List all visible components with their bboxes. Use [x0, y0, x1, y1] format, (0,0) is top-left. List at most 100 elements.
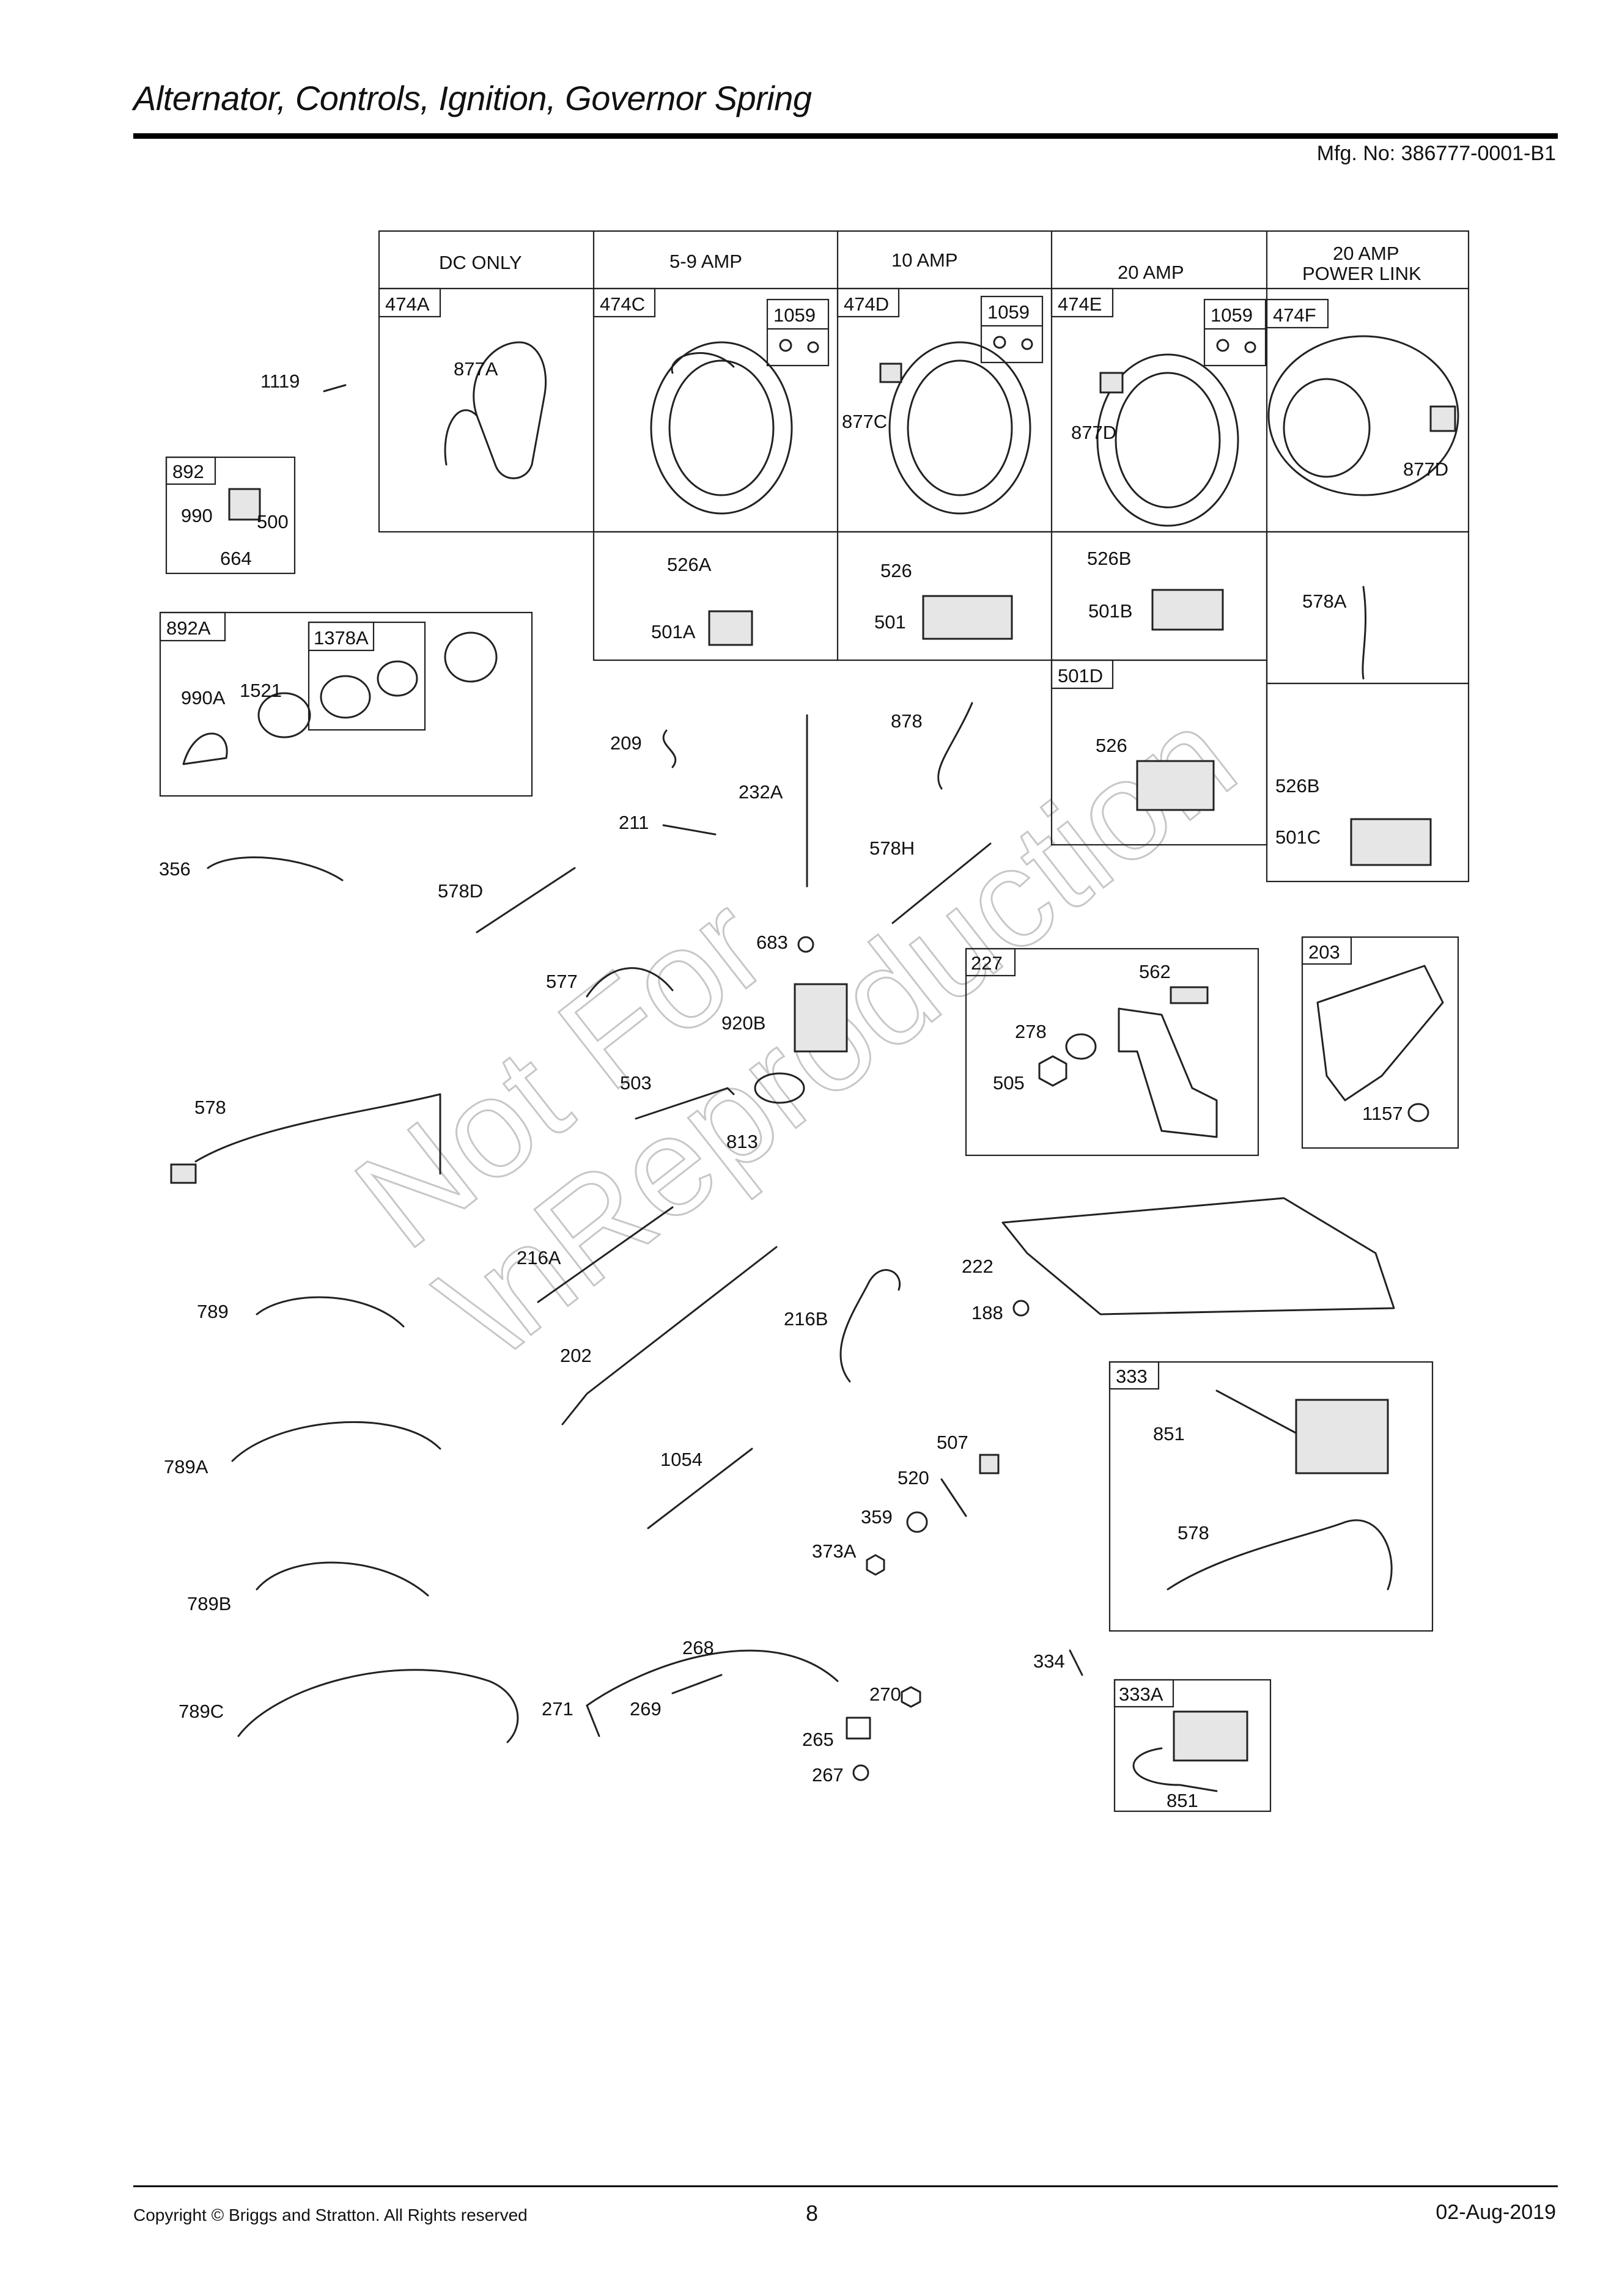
label-188: 188	[971, 1302, 1003, 1323]
regulator-501C	[1350, 818, 1432, 866]
link-216B	[839, 1269, 901, 1383]
part-271	[586, 1704, 600, 1737]
label-789: 789	[197, 1301, 229, 1322]
stator-474F	[1267, 335, 1459, 496]
label-507: 507	[937, 1432, 968, 1453]
label-359: 359	[861, 1506, 893, 1528]
harness-578	[194, 1093, 441, 1175]
kit-474C: 474C	[600, 293, 645, 315]
part-269	[671, 1674, 723, 1694]
label-578-2: 578	[1178, 1522, 1209, 1544]
rod-216A	[537, 1206, 674, 1303]
label-209: 209	[610, 732, 642, 754]
nut-373A	[866, 1554, 885, 1576]
label-271: 271	[542, 1698, 573, 1720]
label-1521: 1521	[240, 680, 282, 701]
label-267: 267	[812, 1764, 844, 1786]
label-356: 356	[159, 858, 191, 880]
cable-268	[586, 1649, 839, 1707]
part-labels: 1119 877A 877C 877D 877D 990 500 664 526…	[159, 358, 1448, 1811]
part-520	[940, 1478, 967, 1517]
label-1157: 1157	[1362, 1103, 1403, 1124]
loose-parts	[170, 384, 1395, 1781]
wire-356	[207, 856, 344, 881]
label-202: 202	[560, 1345, 592, 1366]
kit-333: 333	[1116, 1366, 1148, 1387]
label-505: 505	[993, 1072, 1025, 1094]
label-501: 501	[874, 611, 906, 633]
label-334: 334	[1033, 1650, 1065, 1672]
stator-474E	[1096, 353, 1239, 527]
label-500: 500	[257, 511, 289, 532]
bracket-222	[1001, 1197, 1395, 1315]
label-851-1: 851	[1153, 1423, 1185, 1444]
label-268: 268	[682, 1637, 714, 1658]
label-269: 269	[630, 1698, 662, 1720]
harness-789A	[231, 1421, 441, 1462]
kit-227: 227	[971, 952, 1003, 974]
kit-892A: 892A	[166, 617, 211, 639]
alternator-grid: DC ONLY 5-9 AMP 10 AMP 20 AMP 20 AMP POW…	[378, 230, 1470, 883]
label-501A: 501A	[651, 621, 696, 642]
washer-359	[906, 1511, 928, 1533]
stator-474C	[650, 341, 793, 515]
screw-334	[1069, 1649, 1083, 1676]
ignition-coil-333: 333	[1108, 1361, 1434, 1632]
label-878: 878	[891, 710, 923, 732]
label-526B-1: 526B	[1087, 548, 1131, 569]
footer-date: 02-Aug-2019	[1436, 2201, 1556, 2224]
kit-892: 892	[172, 461, 204, 482]
label-265: 265	[802, 1729, 834, 1750]
screw-267	[852, 1764, 869, 1781]
connector-578	[170, 1163, 197, 1184]
label-562: 562	[1139, 961, 1171, 982]
label-526-1: 526	[880, 560, 912, 581]
page-title: Alternator, Controls, Ignition, Governor…	[133, 79, 812, 117]
header-20-amp-pl: 20 AMP	[1333, 243, 1399, 264]
clip-265	[846, 1716, 871, 1740]
regulator-501D	[1136, 760, 1215, 811]
solenoid-920B	[794, 983, 848, 1053]
wire-789	[256, 1296, 405, 1328]
label-851-2: 851	[1167, 1790, 1198, 1811]
copyright: Copyright © Briggs and Stratton. All Rig…	[133, 2206, 528, 2224]
kit-333A: 333A	[1119, 1683, 1163, 1705]
spring-209	[662, 729, 677, 768]
harness-789C	[237, 1669, 519, 1743]
label-813: 813	[726, 1131, 758, 1152]
header-dc-only: DC ONLY	[439, 252, 522, 273]
label-501C: 501C	[1275, 826, 1321, 848]
header-10-amp: 10 AMP	[891, 249, 958, 271]
label-526-2: 526	[1096, 735, 1127, 756]
header-20-amp: 20 AMP	[1118, 262, 1184, 283]
label-578A: 578A	[1302, 591, 1347, 612]
screw-1119	[323, 384, 347, 392]
label-789B: 789B	[187, 1593, 231, 1614]
wire-878	[937, 702, 973, 790]
clamp-813	[754, 1072, 805, 1104]
stator-474A	[444, 341, 547, 479]
wire-578D	[476, 867, 576, 933]
label-216A: 216A	[517, 1247, 561, 1268]
fuse-1059-icons	[779, 336, 1256, 353]
part-507	[979, 1454, 1000, 1474]
kit-474A: 474A	[385, 293, 430, 315]
kit-501D: 501D	[1058, 665, 1103, 686]
screw-188	[1012, 1300, 1030, 1317]
label-877D-1: 877D	[1071, 422, 1116, 443]
label-578-1: 578	[194, 1097, 226, 1118]
regulator-501B	[1151, 589, 1224, 631]
label-278: 278	[1015, 1021, 1047, 1042]
kit-1059-a: 1059	[773, 304, 816, 326]
wire-789B	[256, 1561, 429, 1597]
label-373A: 373A	[812, 1540, 857, 1562]
header-5-9-amp: 5-9 AMP	[669, 251, 742, 272]
label-1054: 1054	[660, 1449, 702, 1470]
kit-203: 203	[1308, 941, 1340, 963]
label-664: 664	[220, 548, 252, 569]
key-switch-892: 892	[165, 456, 296, 575]
footer-rule	[133, 2185, 1558, 2187]
label-920B: 920B	[721, 1012, 765, 1034]
wire-578A	[1362, 586, 1366, 680]
